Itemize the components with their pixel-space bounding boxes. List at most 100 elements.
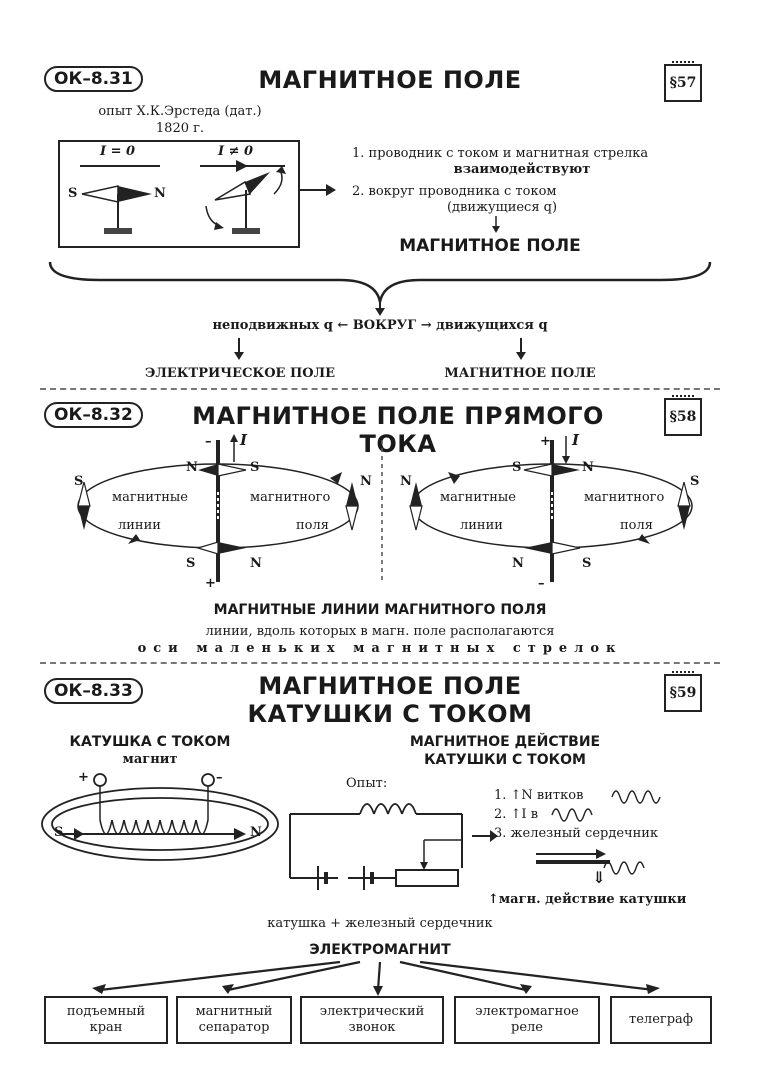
- label-current-zero: I = 0: [100, 144, 136, 159]
- coil-small-icon-1: [611, 790, 661, 804]
- app-relay-line2: реле: [511, 1020, 543, 1035]
- app-crane-line1: подъемный: [66, 1004, 146, 1019]
- arrow-right-icon-2: [472, 830, 498, 842]
- section-title-coil-1: МАГНИТНОЕ ПОЛЕ: [258, 672, 522, 700]
- oersted-diagram: [80, 160, 286, 234]
- iron-core-icon: [536, 849, 645, 875]
- app-bell-line2: звонок: [348, 1020, 396, 1035]
- result-magnetic-field: МАГНИТНОЕ ПОЛЕ: [399, 236, 581, 256]
- left-field-word2: поля: [296, 518, 329, 533]
- label-current-nonzero: I ≠ 0: [218, 144, 254, 159]
- electromagnet-label: ЭЛЕКТРОМАГНИТ: [309, 942, 451, 958]
- left-side-s: S: [74, 474, 84, 489]
- app-relay-line1: электромагное: [475, 1004, 579, 1019]
- left-bottom-s: S: [186, 556, 196, 571]
- section-badge-ok-8-33: ОК–8.33: [44, 678, 143, 704]
- app-separator-line2: сепаратор: [198, 1020, 270, 1035]
- electric-field-label: ЭЛЕКТРИЧЕСКОЕ ПОЛЕ: [144, 366, 336, 381]
- circuit-diagram: [289, 803, 463, 890]
- coil-diagram: [41, 773, 279, 861]
- experiment-year: 1820 г.: [155, 121, 205, 136]
- right-side-n: N: [400, 474, 412, 489]
- coil-pole-s: S: [54, 825, 64, 840]
- app-separator-line1: магнитный: [195, 1004, 273, 1019]
- right-field-word1: магнитного: [584, 490, 665, 505]
- paragraph-badge-59: §59: [664, 671, 702, 712]
- action-item-2: 2. ↑I в: [494, 807, 539, 822]
- left-top-n: N: [186, 460, 198, 475]
- right-top-n: N: [582, 460, 594, 475]
- left-lines-word1: магнитные: [112, 490, 188, 505]
- coil-subheading: магнит: [122, 752, 178, 767]
- left-current-label: I: [240, 431, 248, 449]
- right-lines-word2: линии: [460, 518, 503, 533]
- coil-plus-core: катушка + железный сердечник: [267, 916, 493, 931]
- section-divider: [40, 388, 720, 390]
- magnetic-lines-definition-1: линии, вдоль которых в магн. поле распол…: [205, 624, 555, 639]
- section-badge-ok-8-31: ОК–8.31: [44, 66, 143, 92]
- left-wire-minus: –: [205, 434, 212, 449]
- right-current-label: I: [572, 431, 580, 449]
- right-wire-plus: +: [540, 434, 551, 449]
- section-divider-2: [40, 662, 720, 664]
- coil-terminal-minus: –: [216, 770, 223, 785]
- action-item-3: 3. железный сердечник: [494, 826, 659, 841]
- app-bell-line1: электрический: [319, 1004, 425, 1019]
- coil-heading: КАТУШКА С ТОКОМ: [69, 734, 231, 750]
- action-heading-2: КАТУШКИ С ТОКОМ: [424, 752, 586, 768]
- action-item-1: 1. ↑N витков: [494, 788, 584, 803]
- left-wire-plus: +: [205, 576, 216, 591]
- oersted-experiment-box: I = 0 I ≠ 0 S N: [58, 140, 300, 248]
- brace-icon: [48, 261, 712, 316]
- right-field-word2: поля: [620, 518, 653, 533]
- application-arrows: [92, 960, 660, 996]
- paragraph-badge-57: §57: [664, 61, 702, 102]
- point-1: 1. проводник с током и магнитная стрелка: [352, 146, 649, 161]
- conclusion-line: ↑магн. действие катушки: [488, 892, 687, 907]
- app-crane-line2: кран: [89, 1020, 123, 1035]
- left-side-n: N: [360, 474, 372, 489]
- point-2: 2. вокруг проводника с током: [352, 184, 557, 199]
- app-telegraph-line1: телеграф: [629, 1012, 693, 1027]
- coil-terminal-plus: +: [78, 770, 89, 785]
- left-lines-word2: линии: [118, 518, 161, 533]
- magnetic-lines-definition-2: оси маленьких магнитных стрелок: [137, 641, 623, 656]
- straight-current-diagram: [77, 434, 693, 582]
- magnetic-lines-heading: МАГНИТНЫЕ ЛИНИИ МАГНИТНОГО ПОЛЯ: [213, 602, 547, 618]
- action-heading-1: МАГНИТНОЕ ДЕЙСТВИЕ: [409, 734, 601, 750]
- app-box-telegraph: телеграф: [610, 996, 712, 1044]
- arrow-down-right-icon: [516, 338, 526, 360]
- arrow-down-small-icon: [492, 216, 500, 233]
- magnetic-field-label: МАГНИТНОЕ ПОЛЕ: [444, 366, 596, 381]
- right-side-s: S: [690, 474, 700, 489]
- left-field-word1: магнитного: [250, 490, 331, 505]
- point-1-cont: взаимодействуют: [453, 162, 591, 177]
- section-badge-ok-8-32: ОК–8.32: [44, 402, 143, 428]
- arrow-right-icon: [300, 184, 336, 196]
- compass-pole-n: N: [154, 186, 166, 201]
- experiment-label: Опыт:: [346, 776, 388, 791]
- around-charges-line: неподвижных q ← ВОКРУГ → движущихся q: [212, 318, 548, 333]
- coil-pole-n: N: [250, 825, 262, 840]
- right-bottom-s: S: [582, 556, 592, 571]
- experiment-caption: опыт Х.К.Эрстеда (дат.): [98, 104, 262, 119]
- right-wire-minus: –: [538, 576, 545, 591]
- right-lines-word1: магнитные: [440, 490, 516, 505]
- right-top-s: S: [512, 460, 522, 475]
- paragraph-badge-58: §58: [664, 395, 702, 436]
- point-2-cont: (движущиеся q): [446, 200, 558, 215]
- left-bottom-n: N: [250, 556, 262, 571]
- section-title-magnetic-field: МАГНИТНОЕ ПОЛЕ: [258, 66, 522, 94]
- coil-small-icon-2: [551, 808, 593, 822]
- right-bottom-n: N: [512, 556, 524, 571]
- section-title-straight-current: МАГНИТНОЕ ПОЛЕ ПРЯМОГО ТОКА: [192, 402, 604, 458]
- left-top-s: S: [250, 460, 260, 475]
- section-title-coil-2: КАТУШКИ С ТОКОМ: [247, 700, 533, 728]
- compass-pole-s: S: [68, 186, 78, 201]
- implies-arrow: ⇓: [592, 868, 606, 887]
- arrow-down-left-icon: [234, 338, 244, 360]
